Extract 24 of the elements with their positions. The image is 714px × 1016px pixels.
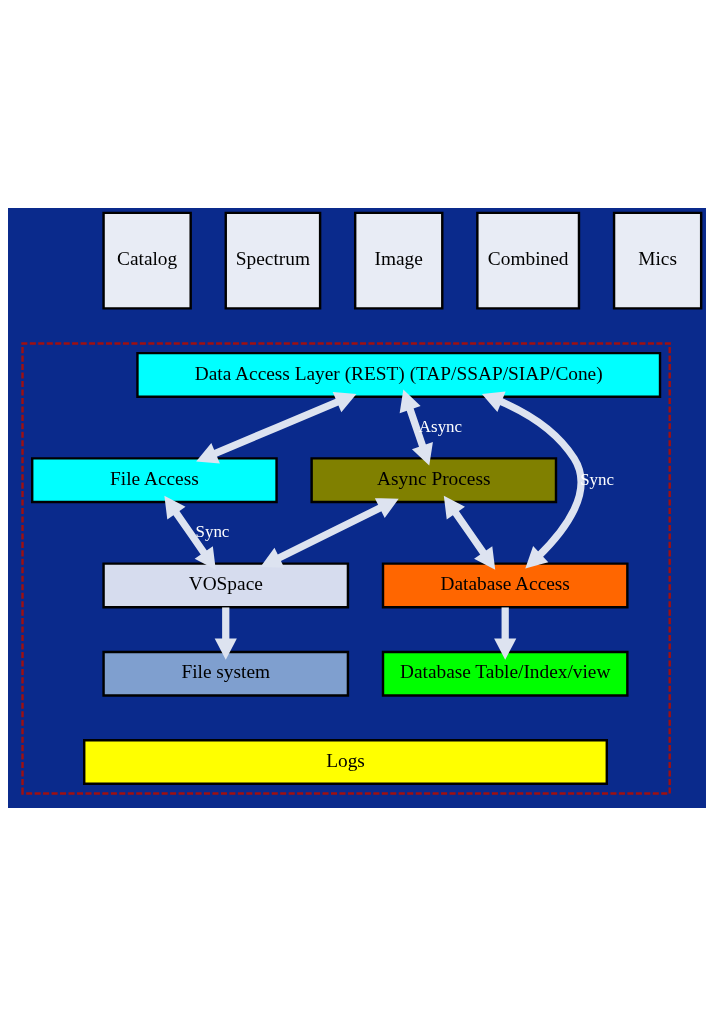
- node-box: Logs: [83, 739, 608, 785]
- node-box: Database Access: [381, 562, 629, 609]
- node-box: Image: [354, 211, 444, 310]
- arrow: [481, 391, 585, 569]
- edge-label: Sync: [195, 522, 230, 542]
- node-box: Database Table/Index/view: [381, 650, 629, 697]
- node-box: File Access: [31, 457, 278, 504]
- node-box: Data Access Layer (REST) (TAP/SSAP/SIAP/Cone): [136, 351, 662, 398]
- node-box: File system: [102, 650, 350, 697]
- node-box: Combined: [476, 211, 581, 310]
- edge-label: Async: [418, 417, 463, 437]
- arrow: [260, 498, 399, 568]
- arrow: [164, 495, 216, 570]
- arrow: [196, 391, 357, 464]
- node-box: Catalog: [102, 211, 192, 310]
- arrow: [214, 607, 237, 660]
- arrow: [494, 607, 517, 660]
- node-box: Async Process: [310, 457, 558, 504]
- cluster: [21, 342, 671, 795]
- node-box: Spectrum: [224, 211, 322, 310]
- arrow: [399, 389, 433, 466]
- node-box: VOSpace: [102, 562, 350, 609]
- arrow: [443, 495, 496, 570]
- node-box: Mics: [612, 211, 703, 310]
